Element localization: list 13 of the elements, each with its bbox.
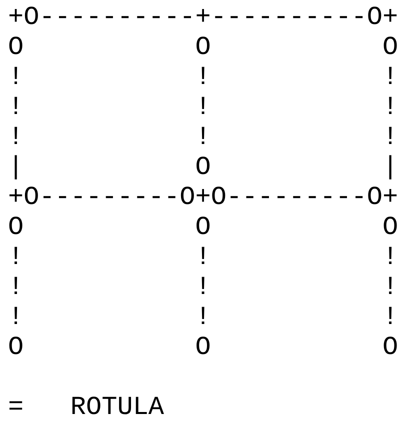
ascii-line: ! ! ! bbox=[8, 62, 398, 92]
ascii-line: = ROTULA bbox=[8, 392, 164, 421]
ascii-line: ! ! ! bbox=[8, 272, 398, 302]
ascii-line: O O O bbox=[8, 212, 398, 242]
ascii-line: | O | bbox=[8, 152, 398, 182]
ascii-line: +O---------O+O---------O+ bbox=[8, 182, 398, 212]
ascii-line: O O O bbox=[8, 32, 398, 62]
ascii-line: +O----------+----------O+ bbox=[8, 2, 398, 32]
ascii-line: ! ! ! bbox=[8, 92, 398, 122]
ascii-line: ! ! ! bbox=[8, 122, 398, 152]
ascii-line: ! ! ! bbox=[8, 242, 398, 272]
ascii-line: O O O bbox=[8, 332, 398, 362]
ascii-line: ! ! ! bbox=[8, 302, 398, 332]
